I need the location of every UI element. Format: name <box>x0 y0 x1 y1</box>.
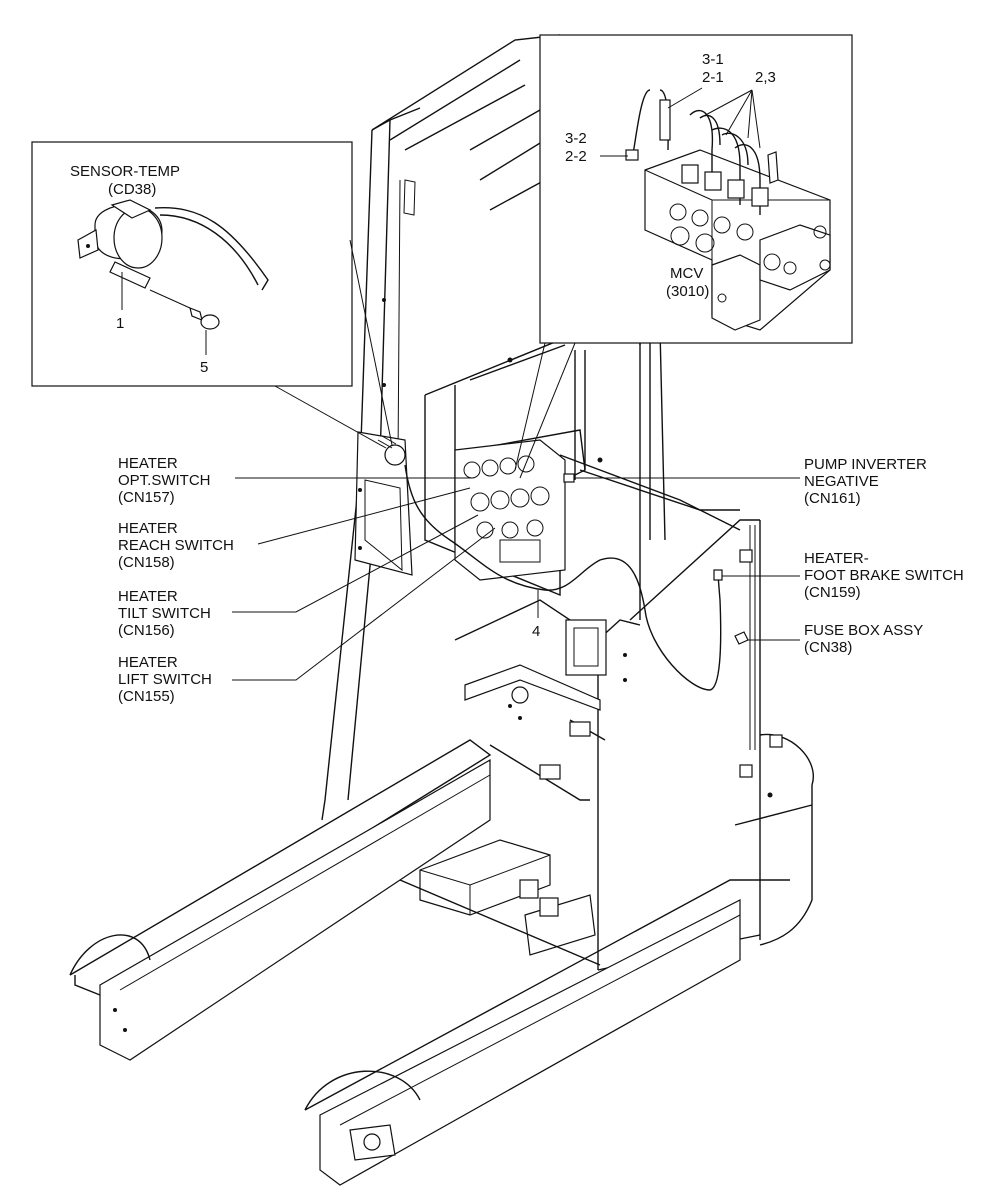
pump-inverter-line2: NEGATIVE <box>804 473 879 490</box>
fuse-box-line1: FUSE BOX ASSY <box>804 622 923 639</box>
truck-frame-drawing <box>69 34 814 1186</box>
reach-switch-line2: REACH SWITCH <box>118 537 234 554</box>
callout-heater-lift-switch: HEATER LIFT SWITCH (CN155) <box>118 527 496 705</box>
opt-switch-code: (CN157) <box>118 489 175 506</box>
callout-pump-inverter-negative: PUMP INVERTER NEGATIVE (CN161) <box>563 456 927 507</box>
sensor-pointer-line <box>274 385 387 449</box>
callout-heater-tilt-switch: HEATER TILT SWITCH (CN156) <box>118 514 479 639</box>
mcv-code-label: (3010) <box>666 283 709 300</box>
left-callouts: HEATER OPT.SWITCH (CN157) HEATER REACH S… <box>118 455 496 705</box>
lift-switch-code: (CN155) <box>118 688 175 705</box>
callout-fuse-box-assy: FUSE BOX ASSY (CN38) <box>734 622 923 656</box>
mcv-valve-drawing <box>625 89 831 331</box>
sensor-clamp-drawing <box>77 199 269 330</box>
mcv-pointer-line <box>514 342 546 471</box>
callout-lines-2-3 <box>699 89 761 149</box>
sensor-code-label: (CD38) <box>108 181 156 198</box>
screw-part <box>149 289 220 330</box>
callout-3-2: 3-2 <box>565 130 587 147</box>
foot-brake-line2: FOOT BRAKE SWITCH <box>804 567 964 584</box>
callout-3-1: 3-1 <box>702 51 724 68</box>
tilt-switch-line2: TILT SWITCH <box>118 605 211 622</box>
mcv-pointer-line-2 <box>519 342 576 479</box>
reach-switch-line1: HEATER <box>118 520 178 537</box>
callout-2-3: 2,3 <box>755 69 776 86</box>
callout-line-2-1 <box>667 87 703 109</box>
callout-heater-foot-brake-switch: HEATER- FOOT BRAKE SWITCH (CN159) <box>713 550 964 601</box>
callout-2-1: 2-1 <box>702 69 724 86</box>
sensor-temp-inset: SENSOR-TEMP (CD38) 1 5 <box>31 141 353 387</box>
callout-1: 1 <box>116 315 124 332</box>
callout-heater-opt-switch: HEATER OPT.SWITCH (CN157) <box>118 455 472 506</box>
fuse-box-code: (CN38) <box>804 639 852 656</box>
tilt-switch-line1: HEATER <box>118 588 178 605</box>
opt-switch-line1: HEATER <box>118 455 178 472</box>
right-callouts: PUMP INVERTER NEGATIVE (CN161) HEATER- F… <box>563 456 964 656</box>
mcv-inset: 3-1 2-1 2,3 3-2 2-2 MCV (3010) <box>539 34 853 344</box>
opt-switch-line2: OPT.SWITCH <box>118 472 211 489</box>
foot-brake-line1: HEATER- <box>804 550 869 567</box>
pump-inverter-line1: PUMP INVERTER <box>804 456 927 473</box>
sensor-inset-frame <box>31 141 353 387</box>
callout-4: 4 <box>532 623 540 640</box>
lift-switch-line2: LIFT SWITCH <box>118 671 212 688</box>
lift-switch-line1: HEATER <box>118 654 178 671</box>
pump-inverter-code: (CN161) <box>804 490 861 507</box>
tilt-switch-code: (CN156) <box>118 622 175 639</box>
sensor-pointer-line-2 <box>349 239 393 446</box>
callout-5: 5 <box>200 359 208 376</box>
sensor-title-label: SENSOR-TEMP <box>70 163 180 180</box>
callout-2-2: 2-2 <box>565 148 587 165</box>
mcv-name-label: MCV <box>670 265 703 282</box>
callout-heater-reach-switch: HEATER REACH SWITCH (CN158) <box>118 487 471 571</box>
foot-brake-code: (CN159) <box>804 584 861 601</box>
reach-switch-code: (CN158) <box>118 554 175 571</box>
